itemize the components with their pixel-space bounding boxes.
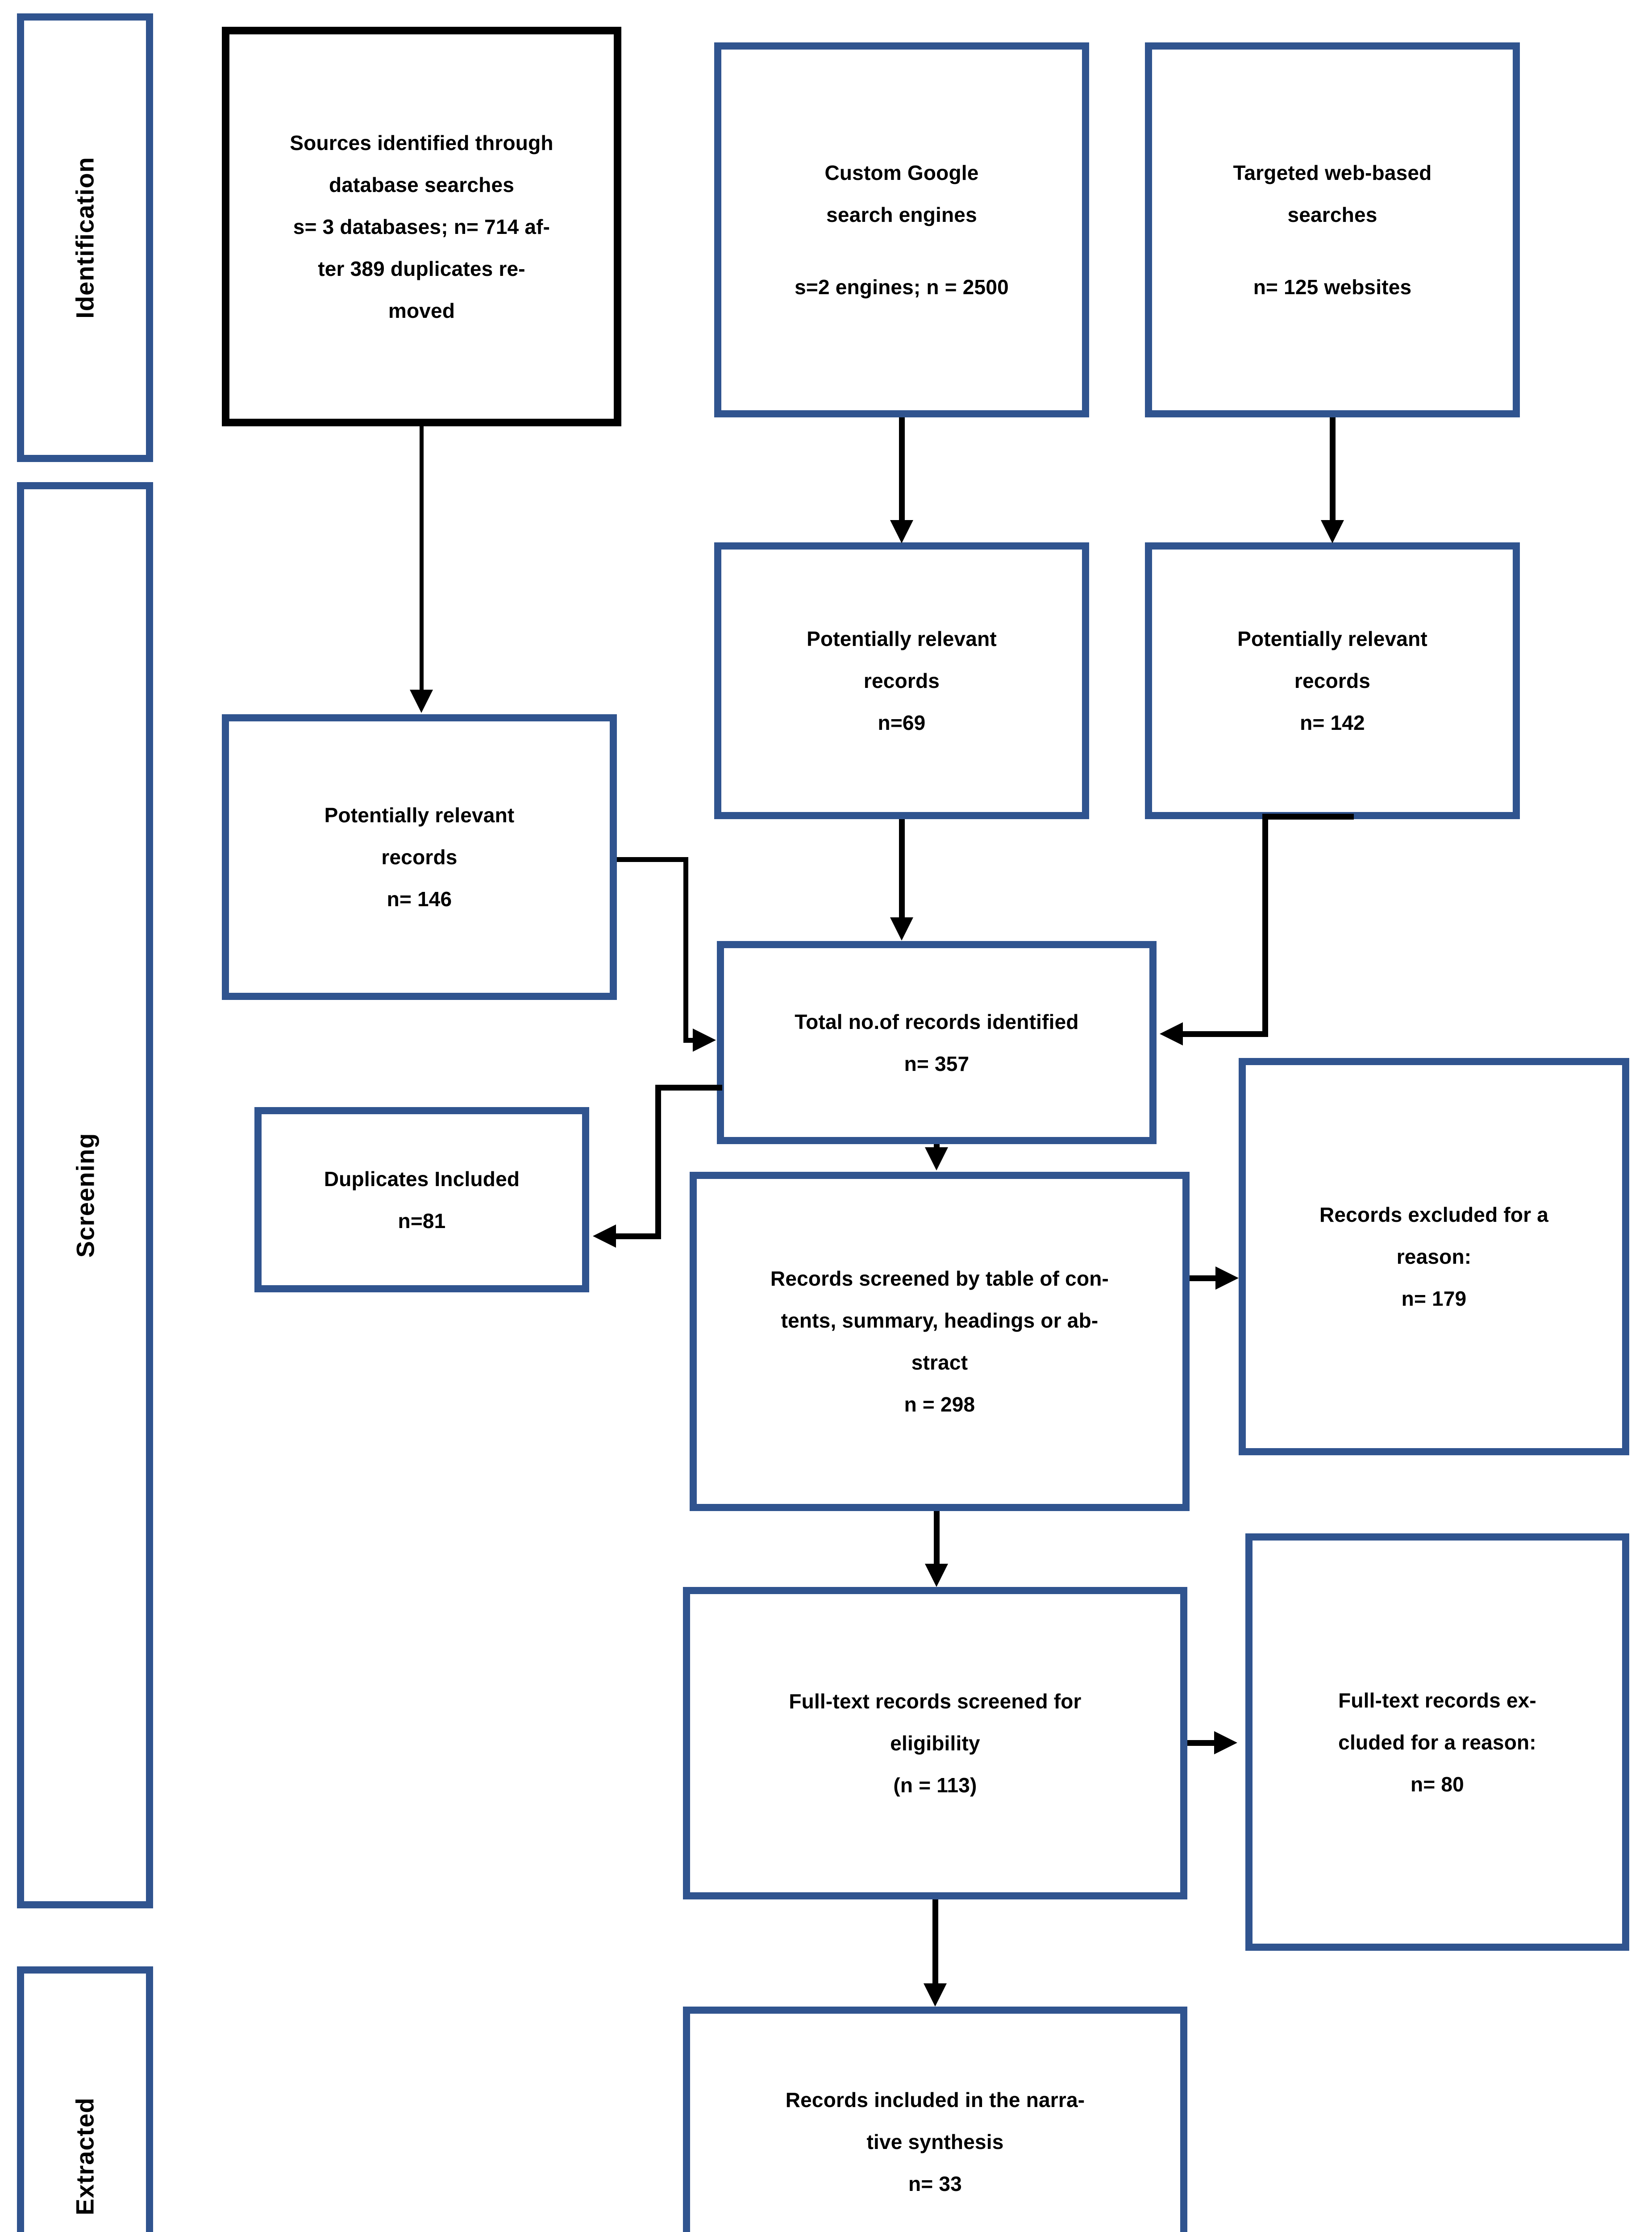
arrowhead-db-search-to-relevant146 xyxy=(410,690,433,713)
node-line: s= 3 databases; n= 714 af- xyxy=(293,215,550,238)
node-records-excluded-179: Records excluded for a reason: n= 179 xyxy=(1239,1058,1629,1455)
node-line: Records screened by table of con- xyxy=(770,1267,1109,1290)
node-line: records xyxy=(1294,669,1371,692)
arrowhead-relevant146-to-total xyxy=(693,1029,716,1052)
node-line: n= 179 xyxy=(1401,1287,1467,1310)
node-total-records-identified: Total no.of records identified n= 357 xyxy=(717,941,1157,1144)
node-line: n= 357 xyxy=(904,1052,970,1075)
node-line: tive synthesis xyxy=(866,2130,1004,2153)
node-records-screened-toc: Records screened by table of con- tents,… xyxy=(690,1172,1190,1511)
stage-label-identification-text: Identification xyxy=(71,157,100,319)
arrowhead-relevant69-to-total xyxy=(890,917,913,941)
node-line: Potentially relevant xyxy=(807,627,997,650)
node-line: Total no.of records identified xyxy=(795,1010,1079,1033)
node-line: Full-text records screened for xyxy=(789,1690,1082,1713)
connector-relevant146-h1 xyxy=(617,857,688,862)
connector-web-to-relevant142 xyxy=(1330,417,1336,520)
connector-relevant142-h1 xyxy=(1262,814,1354,820)
node-line: n=69 xyxy=(878,711,926,734)
node-records-included-synthesis: Records included in the narra- tive synt… xyxy=(683,2007,1187,2232)
node-line: Custom Google xyxy=(824,161,979,184)
node-line: Potentially relevant xyxy=(324,804,515,827)
stage-label-extracted: Extracted xyxy=(17,1966,153,2232)
node-line: Potentially relevant xyxy=(1237,627,1427,650)
node-line: stract xyxy=(911,1351,968,1374)
node-line: moved xyxy=(388,299,455,322)
arrowhead-screened-to-excluded179 xyxy=(1215,1266,1239,1290)
connector-fulltext-to-included xyxy=(932,1899,938,1984)
node-line: ter 389 duplicates re- xyxy=(318,257,525,280)
node-line: n = 298 xyxy=(904,1393,975,1416)
node-potentially-relevant-records-142: Potentially relevant records n= 142 xyxy=(1145,542,1520,819)
node-line: Targeted web-based xyxy=(1233,161,1432,184)
node-line: searches xyxy=(1287,203,1377,226)
connector-screened-to-fulltext xyxy=(934,1511,940,1565)
node-line: n= 125 websites xyxy=(1253,275,1412,299)
node-fulltext-records-screened: Full-text records screened for eligibili… xyxy=(683,1587,1187,1899)
node-fulltext-records-excluded-80: Full-text records ex- cluded for a reaso… xyxy=(1245,1533,1629,1951)
node-line: tents, summary, headings or ab- xyxy=(781,1309,1099,1332)
node-line: search engines xyxy=(826,203,977,226)
node-line: s=2 engines; n = 2500 xyxy=(795,275,1009,299)
node-line: n=81 xyxy=(398,1209,446,1233)
arrowhead-web-to-relevant142 xyxy=(1321,520,1344,543)
connector-total-to-screened xyxy=(934,1144,940,1149)
connector-relevant142-h2 xyxy=(1183,1031,1268,1037)
arrowhead-relevant142-to-total xyxy=(1160,1022,1183,1045)
connector-total-to-duplicates-v xyxy=(655,1085,661,1239)
connector-relevant142-v xyxy=(1262,814,1268,1037)
node-line: n= 142 xyxy=(1300,711,1365,734)
node-potentially-relevant-records-69: Potentially relevant records n=69 xyxy=(714,542,1089,819)
node-line: n= 80 xyxy=(1411,1772,1464,1796)
stage-label-extracted-text: Extracted xyxy=(71,2097,99,2215)
stage-label-screening: Screening xyxy=(17,482,153,1908)
node-line: records xyxy=(381,845,458,869)
connector-google-to-relevant69 xyxy=(899,417,905,520)
connector-total-to-duplicates-h2 xyxy=(616,1233,661,1239)
node-line: Duplicates Included xyxy=(324,1167,520,1191)
node-custom-google-search-engines: Custom Google search engines s=2 engines… xyxy=(714,42,1089,417)
node-line: eligibility xyxy=(890,1732,980,1755)
node-line: n= 146 xyxy=(387,887,452,911)
node-line: n= 33 xyxy=(908,2172,962,2195)
node-targeted-web-based-searches: Targeted web-based searches n= 125 websi… xyxy=(1145,42,1520,417)
arrowhead-total-to-duplicates xyxy=(593,1224,616,1248)
node-line: records xyxy=(863,669,940,692)
connector-relevant146-v xyxy=(683,857,688,1040)
node-line: Records included in the narra- xyxy=(785,2088,1085,2111)
node-sources-database-searches: Sources identified through database sear… xyxy=(222,27,621,426)
node-duplicates-included: Duplicates Included n=81 xyxy=(254,1107,589,1292)
connector-total-to-duplicates-h1 xyxy=(655,1085,722,1091)
node-line: database searches xyxy=(329,173,515,196)
node-line: reason: xyxy=(1396,1245,1472,1268)
connector-db-search-to-relevant146 xyxy=(420,426,424,690)
node-line: Full-text records ex- xyxy=(1338,1688,1536,1712)
node-potentially-relevant-records-146: Potentially relevant records n= 146 xyxy=(222,714,617,1000)
connector-relevant69-to-total xyxy=(899,819,905,917)
stage-label-screening-text: Screening xyxy=(71,1133,100,1258)
arrowhead-total-to-screened xyxy=(925,1147,948,1170)
node-line: Sources identified through xyxy=(290,131,553,154)
arrowhead-google-to-relevant69 xyxy=(890,520,913,543)
node-line: cluded for a reason: xyxy=(1338,1730,1536,1754)
stage-label-identification: Identification xyxy=(17,13,153,462)
arrowhead-screened-to-fulltext xyxy=(925,1564,948,1587)
node-line: (n = 113) xyxy=(893,1774,977,1797)
arrowhead-fulltext-to-included xyxy=(924,1983,947,2007)
arrowhead-fulltext-to-excluded80 xyxy=(1214,1731,1237,1754)
node-line: Records excluded for a xyxy=(1319,1203,1549,1226)
